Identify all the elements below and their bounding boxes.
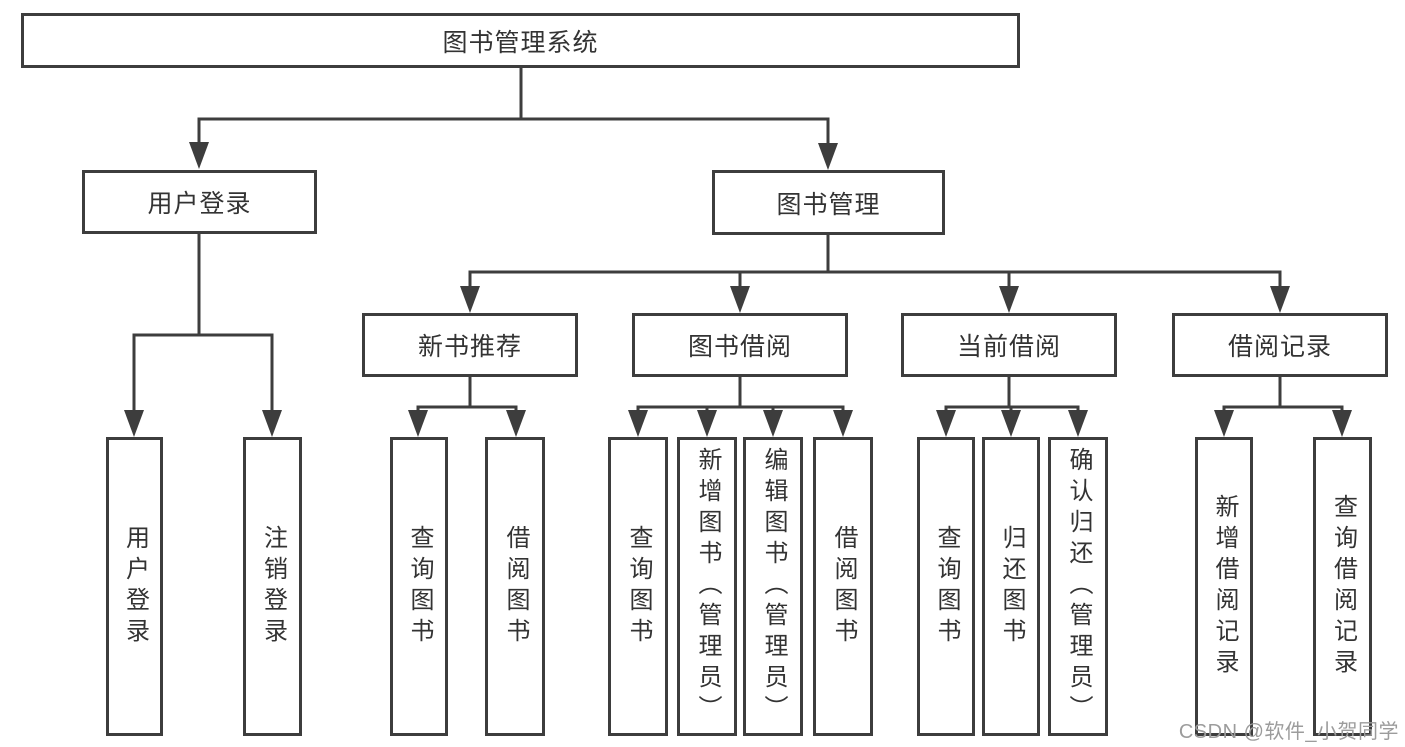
leaf-add-borrow-record: 新增借阅记录 [1195, 437, 1253, 736]
leaf-logout: 注销登录 [243, 437, 302, 736]
node-new-book-recommendation: 新书推荐 [362, 313, 578, 377]
leaf-return-books: 归还图书 [982, 437, 1040, 736]
arrowheads [124, 142, 1352, 437]
leaf-confirm-return-admin: 确认归还（管理员） [1048, 437, 1108, 736]
leaf-borrow-books-recommendation: 借阅图书 [485, 437, 545, 736]
node-book-management: 图书管理 [712, 170, 945, 235]
leaf-user-login: 用户登录 [106, 437, 163, 736]
node-user-login: 用户登录 [82, 170, 317, 234]
csdn-watermark: CSDN @软件_小贺同学 [1178, 721, 1399, 743]
leaf-query-books-recommendation: 查询图书 [390, 437, 448, 736]
leaf-borrow-books-borrowing: 借阅图书 [813, 437, 873, 736]
leaf-query-borrow-record: 查询借阅记录 [1313, 437, 1372, 736]
node-book-borrowing: 图书借阅 [632, 313, 848, 377]
node-current-borrowing: 当前借阅 [901, 313, 1117, 377]
leaf-query-books-borrowing: 查询图书 [608, 437, 668, 736]
leaf-edit-books-admin: 编辑图书（管理员） [743, 437, 803, 736]
node-root-library-system: 图书管理系统 [21, 13, 1020, 68]
leaf-query-books-current: 查询图书 [917, 437, 975, 736]
node-borrowing-records: 借阅记录 [1172, 313, 1388, 377]
leaf-add-books-admin: 新增图书（管理员） [677, 437, 737, 736]
